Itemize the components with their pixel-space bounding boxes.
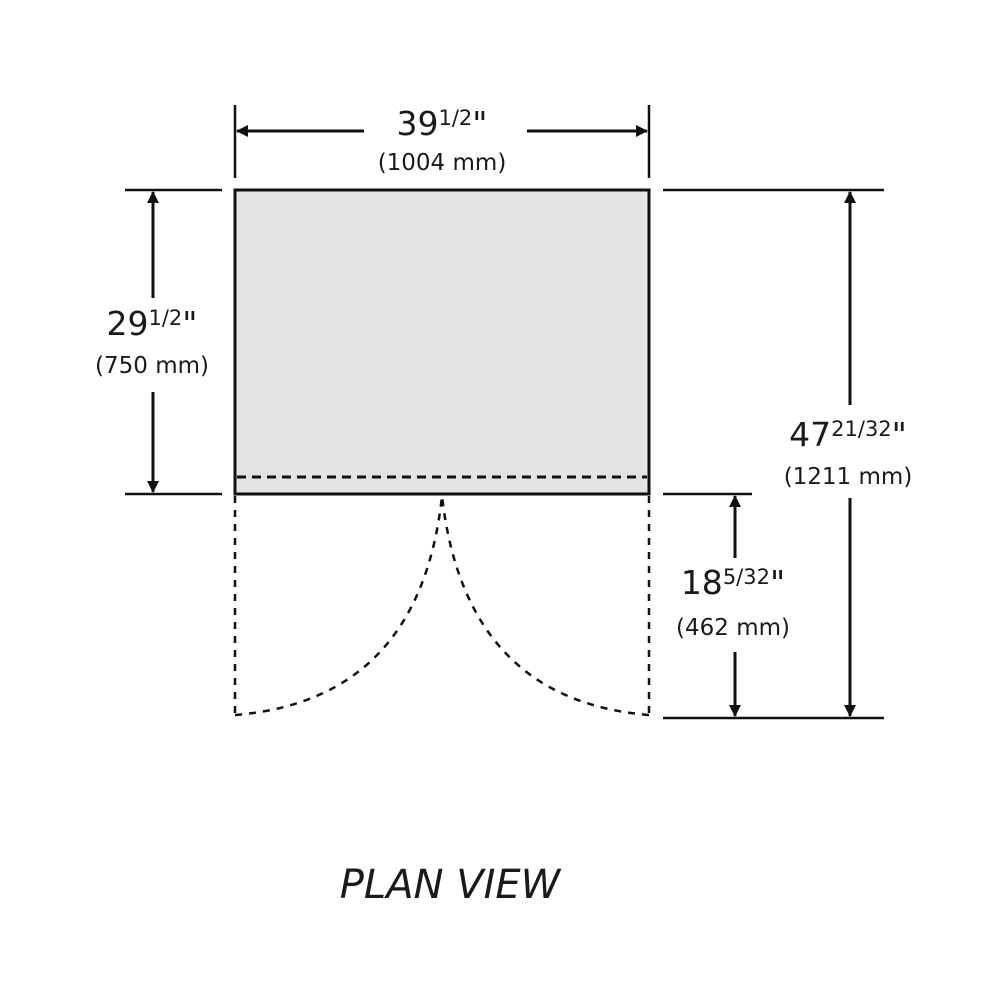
door-imperial-label: 185/32" [681,563,785,602]
door-swing-dimension: 185/32" (462 mm) [663,492,790,717]
cabinet-body [233,188,651,496]
door-swing [233,495,651,717]
depth-dimension: 291/2" (750 mm) [95,188,222,496]
depth-imperial-label: 291/2" [107,304,198,343]
depth-metric-label: (750 mm) [95,353,209,379]
plan-view-caption: PLAN VIEW [340,862,562,908]
width-imperial-label: 391/2" [397,104,488,143]
width-metric-label: (1004 mm) [378,150,507,176]
overall-metric-label: (1211 mm) [784,464,913,490]
overall-imperial-label: 4721/32" [789,415,907,454]
width-dimension: 391/2" (1004 mm) [233,104,651,178]
overall-depth-dimension: 4721/32" (1211 mm) [663,188,913,720]
door-metric-label: (462 mm) [676,615,790,641]
